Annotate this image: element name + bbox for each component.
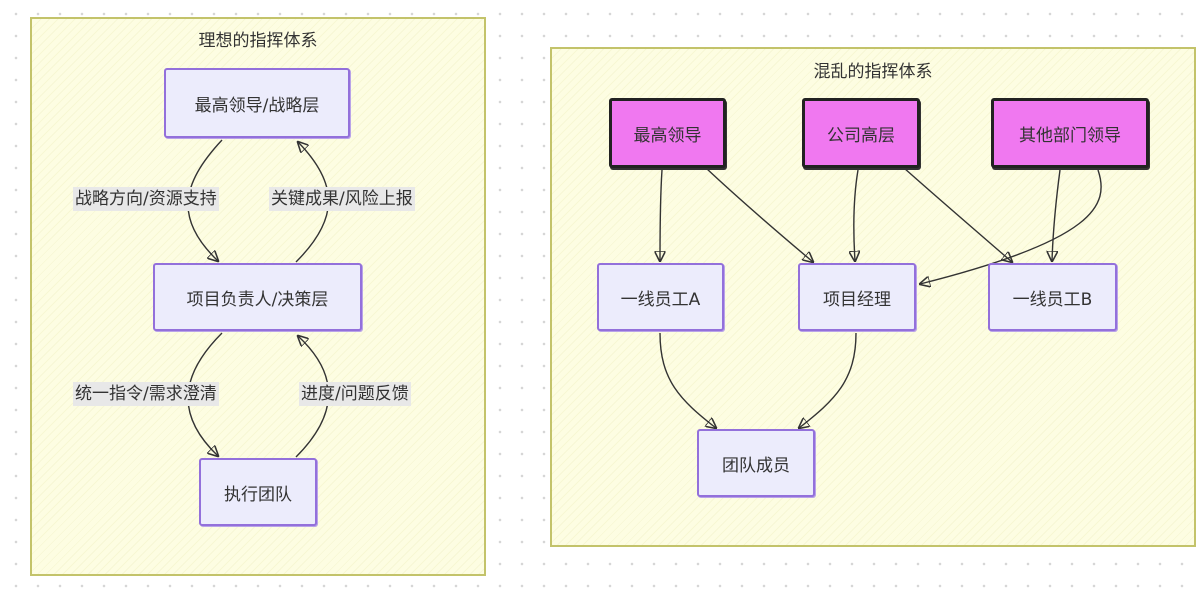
node-frontline-staff-a-label: 一线员工A [620,289,701,310]
node-project-lead-label: 项目负责人/决策层 [186,289,329,310]
edge-pm-to-team [799,332,857,428]
node-execution-team-label: 执行团队 [224,484,292,505]
node-top-leader[interactable]: 最高领导 [609,98,726,168]
edge-label-progress-feedback: 进度/问题反馈 [299,382,411,406]
node-team-members[interactable]: 团队成员 [697,429,815,497]
node-other-dept-leaders-label: 其他部门领导 [1019,125,1121,146]
edge-leader3-to-staffB [1052,169,1061,261]
ideal-cluster-title: 理想的指挥体系 [198,31,318,51]
edge-leader1-to-pm [705,167,813,262]
node-execution-team[interactable]: 执行团队 [199,458,317,526]
edge-leader1-to-staffA [660,169,662,261]
edge-label-unified-command: 统一指令/需求澄清 [73,382,219,406]
node-top-leadership[interactable]: 最高领导/战略层 [164,68,350,138]
node-frontline-staff-b-label: 一线员工B [1012,289,1093,310]
edge-label-key-results: 关键成果/风险上报 [269,187,415,211]
edge-leader2-to-pm [854,169,858,261]
node-top-leadership-label: 最高领导/战略层 [194,95,320,116]
node-frontline-staff-a[interactable]: 一线员工A [597,263,724,331]
edge-leader2-to-staffB [903,167,1012,262]
node-project-lead[interactable]: 项目负责人/决策层 [153,263,362,331]
chaotic-cluster-title: 混乱的指挥体系 [813,62,933,82]
node-company-executives[interactable]: 公司高层 [802,98,920,168]
node-company-executives-label: 公司高层 [827,125,895,146]
node-project-manager[interactable]: 项目经理 [798,263,916,331]
edge-staffA-to-team [659,332,716,428]
node-project-manager-label: 项目经理 [823,289,891,310]
edge-leader3-to-pm [920,169,1102,284]
node-top-leader-label: 最高领导 [633,125,702,146]
node-other-dept-leaders[interactable]: 其他部门领导 [991,98,1149,168]
node-frontline-staff-b[interactable]: 一线员工B [988,263,1117,331]
edge-label-strategy-direction: 战略方向/资源支持 [73,187,219,211]
node-team-members-label: 团队成员 [722,455,790,476]
